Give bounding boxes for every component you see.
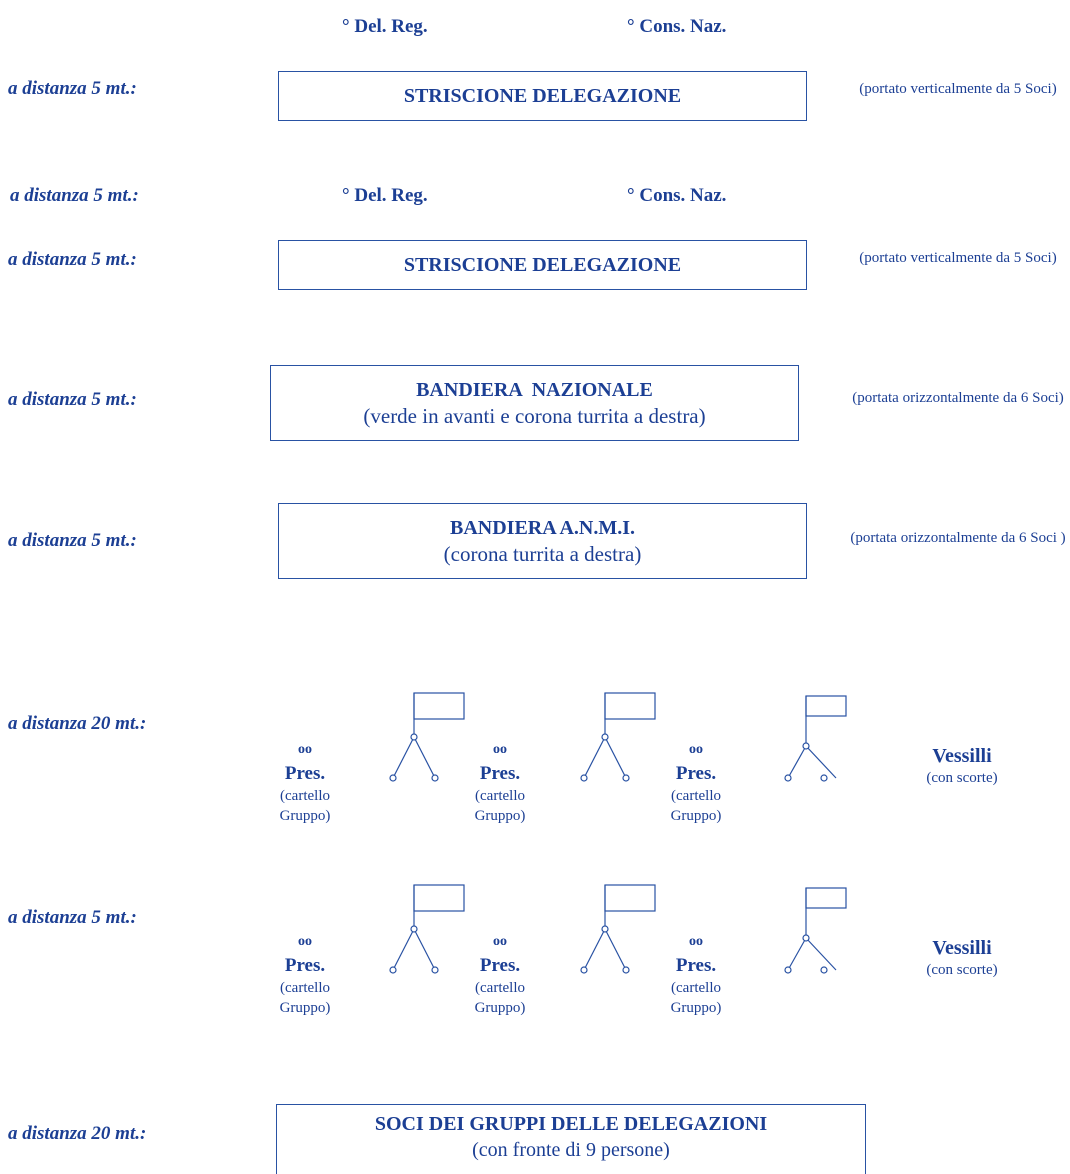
distance-label: a distanza 5 mt.: [8,907,137,928]
person-marks: oo [298,742,312,757]
pres-sub: Gruppo) [279,808,331,824]
flag-bearer-icon [784,887,847,974]
pres-label: Pres. [675,763,717,784]
box-title: STRISCIONE DELEGAZIONE [403,85,682,107]
striscione-box: STRISCIONE DELEGAZIONE [278,71,807,121]
del-reg-label: ° Del. Reg. [342,16,428,37]
cons-naz-label: ° Cons. Naz. [627,16,727,37]
person-marks: oo [689,934,703,949]
flag-bearer-icon [784,695,847,782]
distance-label: a distanza 5 mt.: [8,389,137,410]
flag-bearer-icon [389,884,465,974]
person-marks: oo [493,934,507,949]
bandiera-nazionale-box: BANDIERA NAZIONALE (verde in avanti e co… [270,365,799,441]
pres-sub: (cartello [475,788,525,804]
pres-sub: (cartello [671,980,721,996]
pres-sub: (cartello [280,980,330,996]
distance-label: a distanza 20 mt.: [8,1123,147,1144]
box-subtitle: (con fronte di 9 persone) [472,1139,670,1161]
distance-label: a distanza 5 mt.: [8,78,137,99]
box-subtitle: (verde in avanti e corona turrita a dest… [363,404,706,428]
carry-note: (portata orizzontalmente da 6 Soci) [852,390,1064,406]
bandiera-anmi-box: BANDIERA A.N.M.I. (corona turrita a dest… [278,503,807,579]
pres-label: Pres. [284,955,326,976]
president-group: oo Pres. (cartello Gruppo) [265,934,345,1018]
pres-sub: Gruppo) [474,808,526,824]
distance-label: a distanza 20 mt.: [8,713,147,734]
soci-gruppi-box: SOCI DEI GRUPPI DELLE DELEGAZIONI (con f… [276,1104,866,1174]
person-marks: oo [298,934,312,949]
vessilli-sub: (con scorte) [926,962,998,978]
box-subtitle: (corona turrita a destra) [443,542,642,566]
box-title: SOCI DEI GRUPPI DELLE DELEGAZIONI [374,1113,768,1135]
vessilli-label: Vessilli [932,745,992,767]
person-marks: oo [493,742,507,757]
president-group: oo Pres. (cartello Gruppo) [656,742,736,826]
box-title: STRISCIONE DELEGAZIONE [403,254,682,276]
pres-label: Pres. [675,955,717,976]
pres-sub: Gruppo) [474,1000,526,1016]
pres-sub: Gruppo) [279,1000,331,1016]
carry-note: (portato verticalmente da 5 Soci) [859,81,1057,97]
flag-bearer-icon [580,692,656,782]
vessilli-label-group: Vessilli (con scorte) [902,744,1022,788]
pres-sub: Gruppo) [670,808,722,824]
cons-naz-label: ° Cons. Naz. [627,185,727,206]
striscione-box: STRISCIONE DELEGAZIONE [278,240,807,290]
pres-sub: (cartello [475,980,525,996]
distance-label: a distanza 5 mt.: [8,530,137,551]
person-marks: oo [689,742,703,757]
president-group: oo Pres. (cartello Gruppo) [460,934,540,1018]
pres-label: Pres. [479,955,521,976]
flag-bearer-icon [389,692,465,782]
vessilli-label: Vessilli [932,937,992,959]
president-group: oo Pres. (cartello Gruppo) [656,934,736,1018]
president-group: oo Pres. (cartello Gruppo) [265,742,345,826]
carry-note: (portato verticalmente da 5 Soci) [859,250,1057,266]
pres-label: Pres. [284,763,326,784]
carry-note: (portata orizzontalmente da 6 Soci ) [850,530,1066,546]
pres-sub: (cartello [671,788,721,804]
vessilli-label-group: Vessilli (con scorte) [902,936,1022,980]
pres-sub: (cartello [280,788,330,804]
del-reg-label: ° Del. Reg. [342,185,428,206]
box-title: BANDIERA A.N.M.I. [449,517,636,539]
pres-label: Pres. [479,763,521,784]
pres-sub: Gruppo) [670,1000,722,1016]
box-title: BANDIERA NAZIONALE [416,379,653,401]
flag-bearer-icon [580,884,656,974]
president-group: oo Pres. (cartello Gruppo) [460,742,540,826]
distance-label: a distanza 5 mt.: [10,185,139,206]
vessilli-sub: (con scorte) [926,770,998,786]
distance-label: a distanza 5 mt.: [8,249,137,270]
